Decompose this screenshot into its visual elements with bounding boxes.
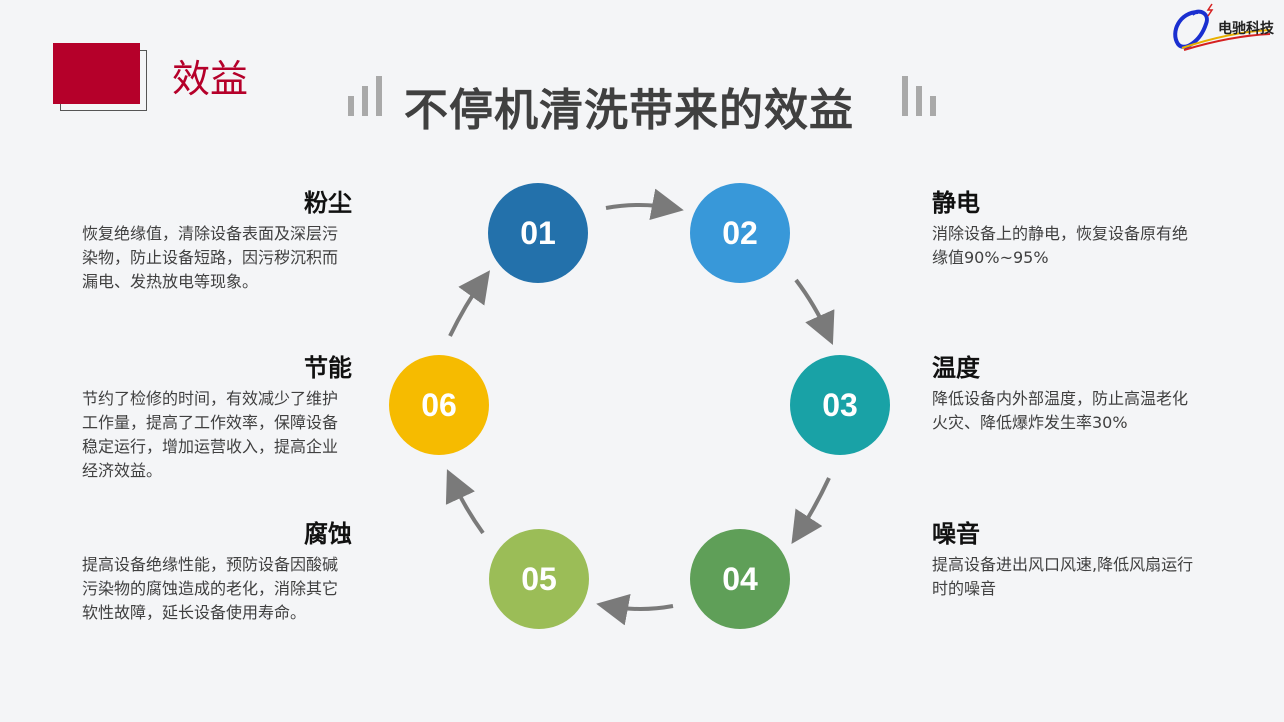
step-circle-05: 05 bbox=[489, 529, 589, 629]
benefit-temperature: 温度 降低设备内外部温度，防止高温老化火灾、降低爆炸发生率30% bbox=[932, 348, 1202, 435]
page-title: 不停机清洗带来的效益 bbox=[404, 85, 854, 136]
svg-text:电驰科技: 电驰科技 bbox=[1218, 20, 1275, 37]
title-deco-bar bbox=[348, 96, 354, 116]
benefit-text: 节约了检修的时间，有效减少了维护工作量，提高了工作效率，保障设备稳定运行，增加运… bbox=[82, 389, 339, 480]
step-circle-06: 06 bbox=[389, 355, 489, 455]
step-circle-02: 02 bbox=[690, 183, 790, 283]
step-circle-03: 03 bbox=[790, 355, 890, 455]
title-deco-bar bbox=[376, 76, 382, 116]
benefit-text: 恢复绝缘值，清除设备表面及深层污染物，防止设备短路，因污秽沉积而漏电、发热放电等… bbox=[82, 224, 339, 291]
arrow-01-02 bbox=[605, 188, 684, 221]
benefit-noise: 噪音 提高设备进出风口风速,降低风扇运行时的噪音 bbox=[932, 514, 1202, 601]
benefit-static: 静电 消除设备上的静电，恢复设备原有绝缘值90%~95% bbox=[932, 183, 1202, 270]
benefit-text: 提高设备进出风口风速,降低风扇运行时的噪音 bbox=[932, 555, 1194, 598]
step-circle-01: 01 bbox=[488, 183, 588, 283]
benefit-heading: 节能 bbox=[304, 354, 352, 382]
title-deco-bar bbox=[902, 76, 908, 116]
section-label: 效益 bbox=[172, 57, 249, 101]
benefit-heading: 噪音 bbox=[932, 520, 980, 548]
company-logo: 电驰科技 bbox=[1170, 2, 1278, 54]
arrow-02-03 bbox=[794, 278, 835, 345]
section-marker bbox=[53, 43, 140, 104]
arrow-04-05 bbox=[596, 593, 674, 626]
benefit-text: 消除设备上的静电，恢复设备原有绝缘值90%~95% bbox=[932, 224, 1189, 267]
benefit-text: 降低设备内外部温度，防止高温老化火灾、降低爆炸发生率30% bbox=[932, 389, 1189, 432]
arrow-05-06 bbox=[445, 469, 485, 535]
title-deco-bar bbox=[916, 86, 922, 116]
arrow-03-04 bbox=[791, 477, 831, 545]
benefit-heading: 静电 bbox=[932, 189, 980, 217]
title-deco-bar bbox=[930, 96, 936, 116]
title-deco-bar bbox=[362, 86, 368, 116]
benefit-heading: 粉尘 bbox=[304, 189, 352, 217]
benefit-heading: 腐蚀 bbox=[304, 520, 352, 548]
benefit-corrosion: 腐蚀 提高设备绝缘性能，预防设备因酸碱污染物的腐蚀造成的老化，消除其它软性故障，… bbox=[82, 514, 352, 625]
benefit-text: 提高设备绝缘性能，预防设备因酸碱污染物的腐蚀造成的老化，消除其它软性故障，延长设… bbox=[82, 555, 339, 622]
arrow-06-01 bbox=[448, 270, 491, 337]
benefit-dust: 粉尘 恢复绝缘值，清除设备表面及深层污染物，防止设备短路，因污秽沉积而漏电、发热… bbox=[82, 183, 352, 294]
benefit-energy: 节能 节约了检修的时间，有效减少了维护工作量，提高了工作效率，保障设备稳定运行，… bbox=[82, 348, 352, 483]
benefit-heading: 温度 bbox=[932, 354, 980, 382]
step-circle-04: 04 bbox=[690, 529, 790, 629]
